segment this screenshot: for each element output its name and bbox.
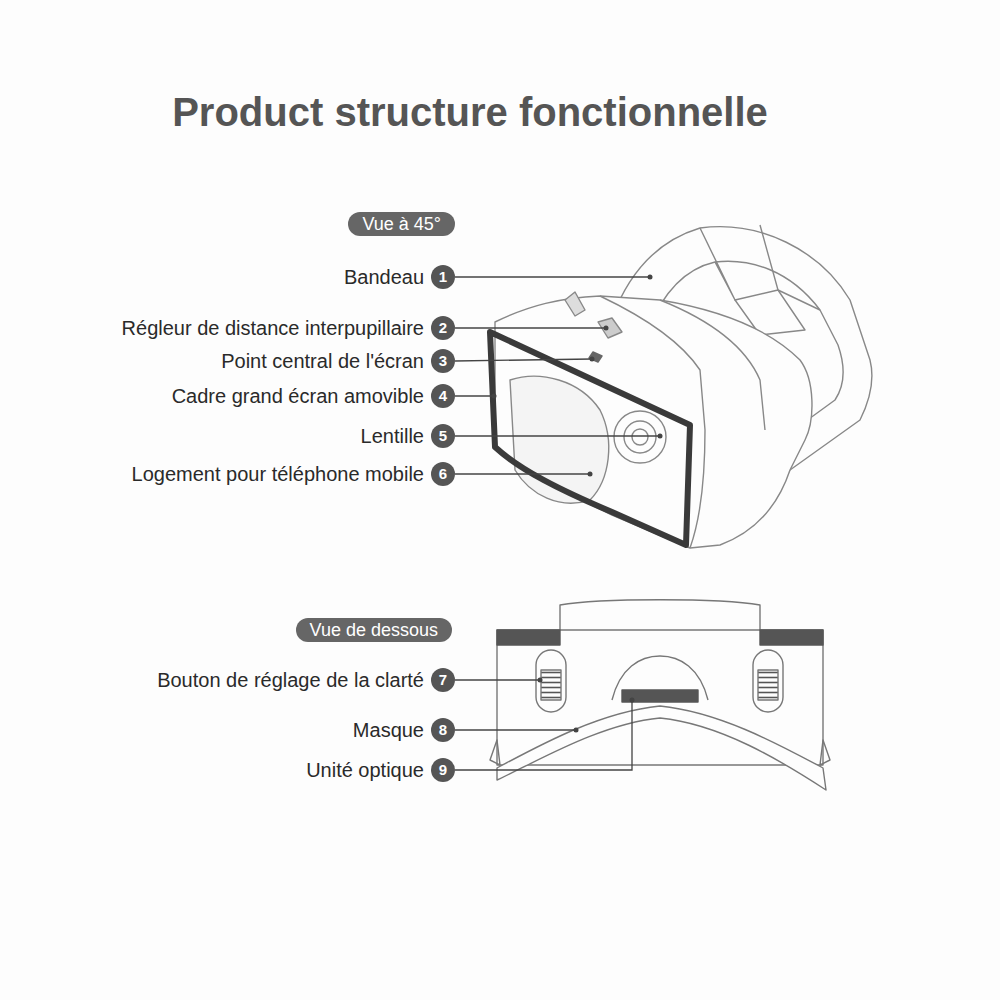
callout-number: 5 [431,424,455,448]
part-name: Régleur de distance interpupillaire [122,316,424,340]
part-name: Masque [353,718,424,742]
leader-lines [455,277,660,770]
callout-number: 7 [431,668,455,692]
diagram-title: Product structure fonctionnelle [172,90,768,135]
callout-number: 1 [431,265,455,289]
callout-number: 9 [431,758,455,782]
part-name: Unité optique [306,758,424,782]
part-name: Logement pour téléphone mobile [132,462,424,486]
part-name: Cadre grand écran amovible [172,384,424,408]
part-name: Bouton de réglage de la clarté [157,668,424,692]
headset-bottom-view [490,600,830,790]
view-tag-text: Vue de dessous [310,620,438,640]
part-name: Lentille [361,424,424,448]
callout-number: 2 [431,316,455,340]
callout-number: 4 [431,384,455,408]
headset-45-view [490,225,872,548]
part-name: Point central de l'écran [221,349,424,373]
view-tag-text: Vue à 45° [362,214,441,234]
view-tag: Vue de dessous [296,618,452,642]
callout-number: 3 [431,349,455,373]
callout-number: 6 [431,462,455,486]
part-name: Bandeau [344,265,424,289]
leader-dots [492,275,663,733]
callout-number: 8 [431,718,455,742]
view-tag: Vue à 45° [348,212,455,236]
